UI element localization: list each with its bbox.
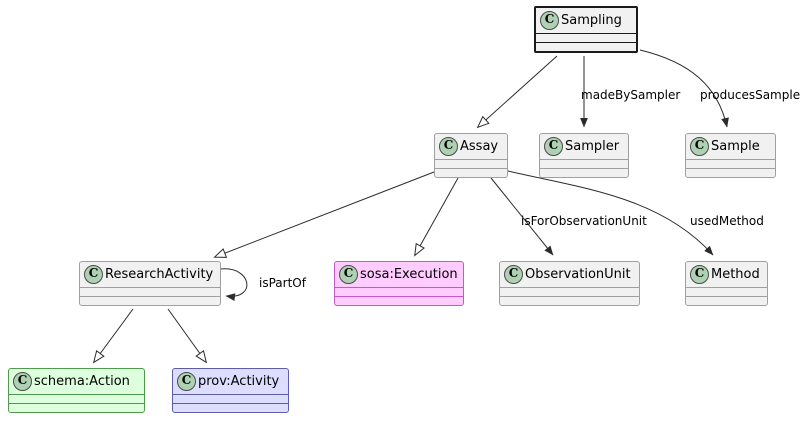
attributes-compartment [540,160,628,168]
edge-label-isForObservationUnit: isForObservationUnit [521,214,647,228]
class-name-label: Sample [711,139,760,154]
class-stereotype-icon: C [439,137,458,156]
class-stereotype-icon: C [504,265,523,284]
attributes-compartment [686,288,767,296]
attributes-compartment [435,160,507,168]
class-separator [335,296,463,297]
class-node-prov-activity[interactable]: C prov:Activity [172,368,289,413]
methods-compartment [686,297,767,305]
class-title-row: C Sampling [536,8,636,33]
class-stereotype-icon: C [540,11,559,30]
methods-compartment [80,297,220,305]
methods-compartment [335,297,463,305]
edge-label-producesSample: producesSample [700,88,801,102]
edge-assay-to-method [507,170,714,256]
attributes-compartment [335,288,463,296]
methods-compartment [9,404,144,412]
class-separator [686,296,767,297]
class-separator [686,287,767,288]
class-node-sampler[interactable]: C Sampler [539,133,629,178]
class-separator [536,42,636,43]
attributes-compartment [536,34,636,42]
class-node-sosa-execution[interactable]: C sosa:Execution [334,261,464,306]
class-stereotype-icon: C [690,137,709,156]
class-name-label: Sampling [561,13,622,28]
edge-label-isPartOf: isPartOf [259,276,306,290]
edge-assay-to-sosaexecution [414,177,459,257]
class-separator [500,287,639,288]
class-separator [80,296,220,297]
class-title-row: C Sample [686,134,775,159]
class-node-sample[interactable]: C Sample [685,133,776,178]
class-stereotype-icon: C [13,372,32,391]
class-name-label: Sampler [565,139,620,154]
class-separator [9,403,144,404]
class-separator [686,168,775,169]
class-separator [435,159,507,160]
class-separator [335,287,463,288]
attributes-compartment [173,395,288,403]
class-title-row: C Assay [435,134,507,159]
class-separator [173,394,288,395]
class-node-method[interactable]: C Method [685,261,768,306]
class-title-row: C Method [686,262,767,287]
class-separator [500,296,639,297]
attributes-compartment [500,288,639,296]
class-title-row: C ObservationUnit [500,262,639,287]
methods-compartment [536,43,636,51]
class-node-schema-action[interactable]: C schema:Action [8,368,145,413]
edge-researchactivity-to-schemaaction [92,308,134,364]
class-name-label: schema:Action [34,374,130,389]
edge-researchactivity-to-provactivity [167,308,208,364]
edge-researchactivity-self-loop [220,268,248,302]
class-separator [686,159,775,160]
class-stereotype-icon: C [84,265,103,284]
class-name-label: Method [711,267,760,282]
class-node-sampling[interactable]: C Sampling [534,6,638,53]
edge-label-madeBySampler: madeBySampler [581,88,681,102]
class-name-label: sosa:Execution [360,267,458,282]
class-name-label: ResearchActivity [105,267,214,282]
class-stereotype-icon: C [339,265,358,284]
class-title-row: C ResearchActivity [80,262,220,287]
class-stereotype-icon: C [690,265,709,284]
class-separator [435,168,507,169]
edge-assay-to-researchactivity [213,171,435,258]
attributes-compartment [9,395,144,403]
class-node-observationunit[interactable]: C ObservationUnit [499,261,640,306]
class-name-label: ObservationUnit [525,267,631,282]
class-separator [540,159,628,160]
methods-compartment [173,404,288,412]
edge-label-usedMethod: usedMethod [690,214,764,228]
edge-sampling-to-assay [476,55,558,129]
methods-compartment [500,297,639,305]
class-name-label: Assay [460,139,499,154]
class-separator [9,394,144,395]
attributes-compartment [80,288,220,296]
class-separator [536,33,636,34]
class-stereotype-icon: C [177,372,196,391]
class-title-row: C Sampler [540,134,628,159]
class-node-researchactivity[interactable]: C ResearchActivity [79,261,221,306]
class-node-assay[interactable]: C Assay [434,133,508,178]
methods-compartment [540,169,628,177]
class-title-row: C prov:Activity [173,369,288,394]
methods-compartment [435,169,507,177]
class-title-row: C sosa:Execution [335,262,463,287]
class-separator [173,403,288,404]
class-stereotype-icon: C [544,137,563,156]
class-separator [80,287,220,288]
methods-compartment [686,169,775,177]
class-title-row: C schema:Action [9,369,144,394]
attributes-compartment [686,160,775,168]
class-name-label: prov:Activity [198,374,280,389]
class-separator [540,168,628,169]
